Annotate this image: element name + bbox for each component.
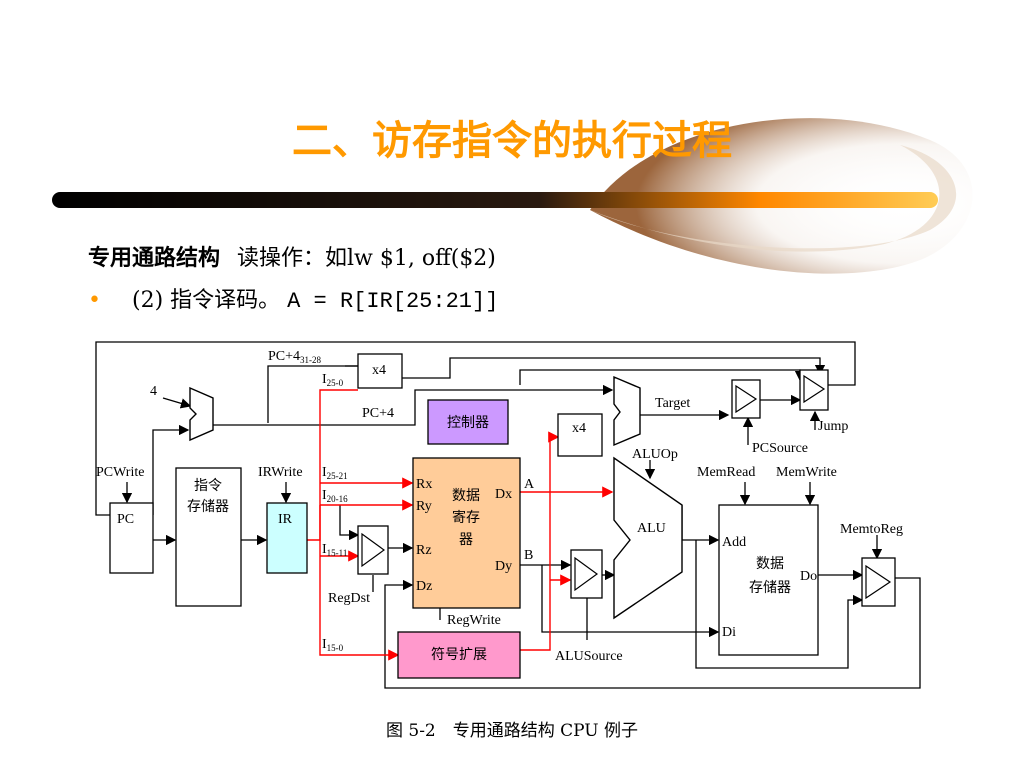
label-rz: Rz xyxy=(416,543,432,558)
instruction-memory xyxy=(175,467,242,607)
label-x4-top: x4 xyxy=(372,363,386,378)
ir-register xyxy=(266,502,308,574)
label-reg-file-3: 器 xyxy=(459,533,473,548)
heading-bold: 专用通路结构 xyxy=(88,246,221,271)
label-jump: Jump xyxy=(818,419,848,434)
label-dy: Dy xyxy=(495,559,512,574)
label-irwrite: IRWrite xyxy=(258,465,303,480)
sign-extend xyxy=(397,631,521,679)
label-di: Di xyxy=(722,625,736,640)
label-port-a: A xyxy=(524,477,535,492)
label-const4: 4 xyxy=(150,384,157,399)
target-adder xyxy=(613,375,641,447)
label-dz: Dz xyxy=(416,579,432,594)
label-controller: 控制器 xyxy=(447,415,489,431)
label-do: Do xyxy=(800,569,817,584)
label-i20-16: I20-16 xyxy=(322,488,348,504)
label-ir: IR xyxy=(278,512,293,527)
label-add: Add xyxy=(722,535,746,550)
label-i15-11: I15-11 xyxy=(322,542,347,558)
label-pcsource: PCSource xyxy=(752,441,808,456)
label-i25-0: I25-0 xyxy=(322,372,344,388)
bullet-item: • (2) 指令译码。 A = R[IR[25:21]] xyxy=(88,282,498,314)
label-memwrite: MemWrite xyxy=(776,465,837,480)
label-memtoreg: MemtoReg xyxy=(840,522,903,537)
figure-caption: 图 5-2 专用通路结构 CPU 例子 xyxy=(385,721,639,741)
controller-box xyxy=(427,399,509,445)
pc-adder xyxy=(189,386,214,442)
label-alu: ALU xyxy=(637,521,666,536)
label-instr-mem-2: 存储器 xyxy=(187,499,229,515)
label-pcwrite: PCWrite xyxy=(96,465,144,480)
bullet-code: A = R[IR[25:21]] xyxy=(287,289,499,314)
label-instr-mem-1: 指令 xyxy=(194,478,222,494)
label-memread: MemRead xyxy=(697,465,755,480)
label-ry: Ry xyxy=(416,499,432,514)
bullet-dot-icon: • xyxy=(88,288,101,313)
label-rx: Rx xyxy=(416,477,432,492)
label-x4-mid: x4 xyxy=(572,421,586,436)
label-sign-ext: 符号扩展 xyxy=(431,647,487,663)
register-file xyxy=(412,457,521,609)
section-heading: 专用通路结构 读操作：如lw $1, off($2) xyxy=(88,240,496,272)
label-regdst: RegDst xyxy=(328,591,370,606)
label-i25-21: I25-21 xyxy=(322,465,348,481)
slide-title: 二、访存指令的执行过程 xyxy=(292,118,732,164)
label-i15-0: I15-0 xyxy=(322,637,344,653)
label-pc4-mid: PC+4 xyxy=(362,406,394,421)
label-alusource: ALUSource xyxy=(555,649,623,664)
label-aluop: ALUOp xyxy=(632,447,678,462)
data-memory xyxy=(718,504,819,656)
label-reg-file-1: 数据 xyxy=(452,488,480,504)
pc-register xyxy=(109,502,154,574)
label-reg-file-2: 寄存 xyxy=(452,509,480,526)
heading-rest: 读操作：如lw $1, off($2) xyxy=(237,246,496,271)
label-port-b: B xyxy=(524,548,533,563)
bullet-label: (2) 指令译码。 xyxy=(131,288,281,313)
label-data-mem-1: 数据 xyxy=(756,556,784,572)
shift-x4-mid xyxy=(557,413,603,457)
label-dx: Dx xyxy=(495,487,512,502)
shift-x4-top xyxy=(357,353,403,389)
label-regwrite: RegWrite xyxy=(447,613,501,628)
label-pc: PC xyxy=(117,512,134,527)
label-pc4-top: PC+431-28 xyxy=(268,349,322,365)
alu xyxy=(613,456,683,620)
label-data-mem-2: 存储器 xyxy=(749,580,791,596)
label-target: Target xyxy=(655,396,690,411)
